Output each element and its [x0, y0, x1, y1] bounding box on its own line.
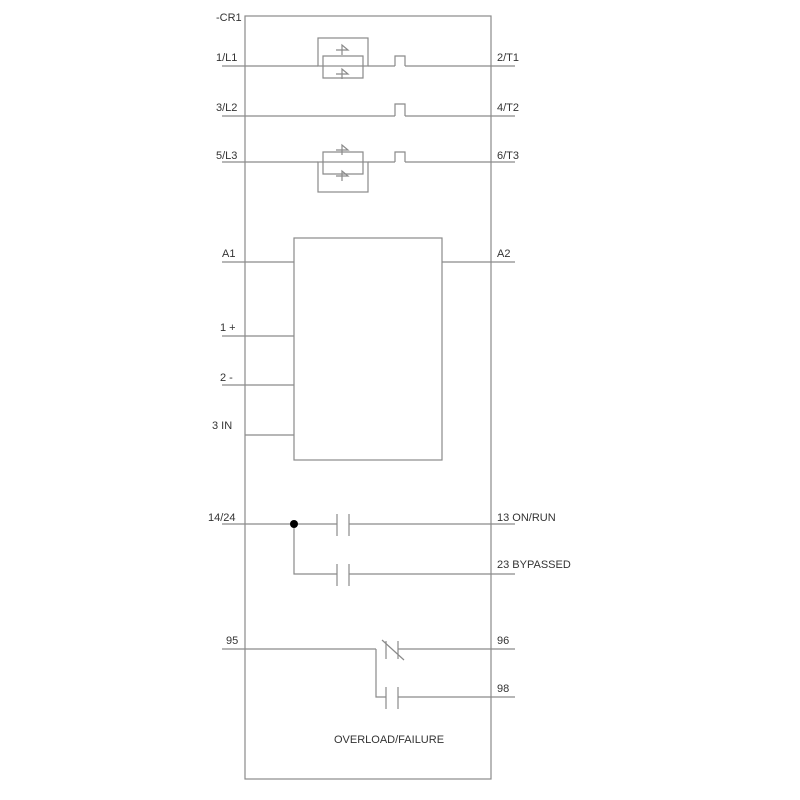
- terminal-t3: 6/T3: [497, 150, 520, 162]
- fault-no: 98: [497, 683, 510, 695]
- aux-on-run: 13 ON/RUN: [497, 512, 556, 524]
- terminal-a2: A2: [497, 248, 511, 260]
- device-enclosure: [244, 15, 492, 780]
- control-unit-box: [293, 237, 443, 461]
- device-tag: -CR1: [216, 12, 242, 24]
- terminal-t2: 4/T2: [497, 102, 520, 114]
- fault-caption: OVERLOAD/FAILURE: [334, 734, 445, 746]
- aux-common: 14/24: [208, 512, 236, 524]
- terminal-l2: 3/L2: [216, 102, 238, 114]
- fault-common: 95: [226, 635, 239, 647]
- phase-l1: [222, 37, 515, 79]
- fault-relay: [222, 639, 515, 709]
- input-in: 3 IN: [212, 420, 233, 432]
- fault-nc: 96: [497, 635, 510, 647]
- input-plus: 1 +: [220, 322, 236, 334]
- junction-dot: [290, 520, 298, 528]
- terminal-l3: 5/L3: [216, 150, 238, 162]
- terminal-l1: 1/L1: [216, 52, 238, 64]
- aux-bypassed: 23 BYPASSED: [497, 559, 571, 571]
- input-minus: 2 -: [220, 372, 233, 384]
- phase-l3: [222, 143, 515, 193]
- terminal-a1: A1: [222, 248, 236, 260]
- aux-contacts: [222, 514, 515, 586]
- phase-l2: [222, 103, 515, 117]
- terminal-t1: 2/T1: [497, 52, 520, 64]
